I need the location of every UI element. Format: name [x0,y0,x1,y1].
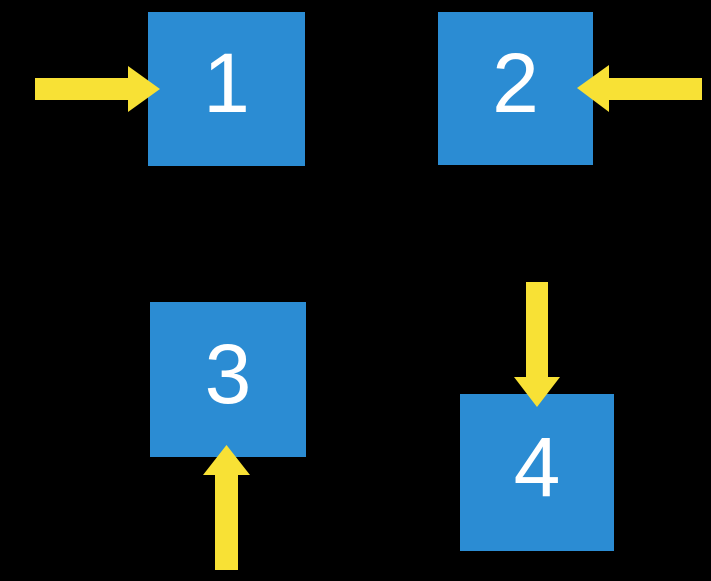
arrow-right-icon [35,66,160,112]
square-3-label: 3 [204,326,252,421]
square-1-label: 1 [203,36,250,130]
arrow-up-icon [203,445,250,570]
square-1: 1 [148,12,305,166]
square-2-label: 2 [492,35,539,130]
square-4-label: 4 [513,419,561,514]
square-4: 4 [460,394,614,551]
square-2: 2 [438,12,593,165]
arrow-left-icon [577,65,702,112]
arrow-down-icon [514,282,560,407]
square-3: 3 [150,302,306,457]
